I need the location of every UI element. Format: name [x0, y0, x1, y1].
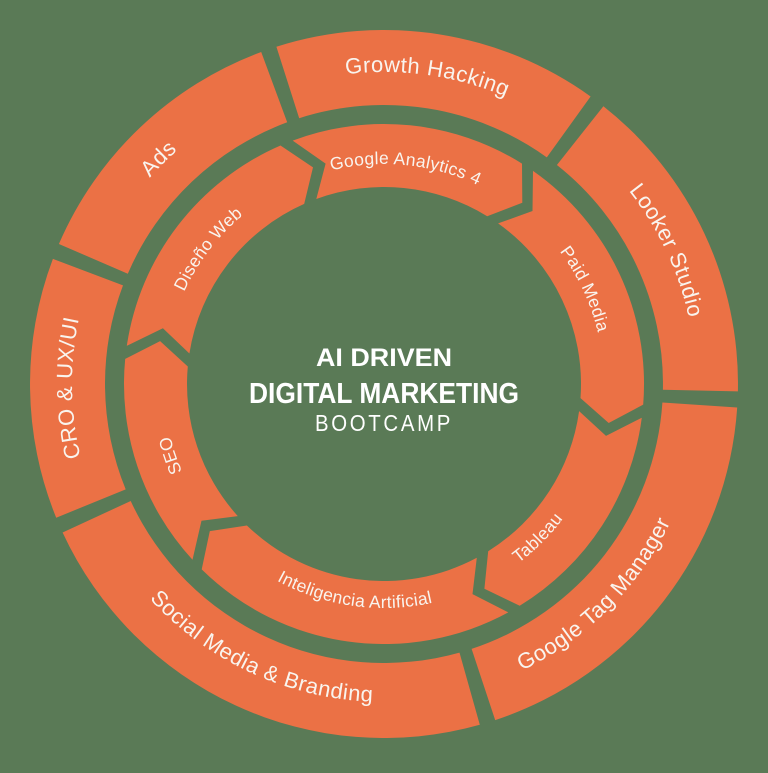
- inner-segment-seo: [123, 341, 238, 560]
- outer-segment-ads: [58, 52, 288, 274]
- outer-ring: [30, 29, 738, 739]
- title-line-2: DIGITAL MARKETING: [249, 378, 519, 410]
- outer-segment-google-tag-manager: [471, 402, 738, 721]
- inner-segment-paid-media: [498, 170, 645, 423]
- outer-segment-cro-ux-ui: [30, 258, 126, 518]
- outer-segment-social-media-branding: [62, 501, 480, 739]
- outer-segment-looker-studio: [556, 106, 738, 392]
- outer-segment-growth-hacking: [276, 29, 591, 158]
- title-line-1: AI DRIVEN: [316, 344, 452, 372]
- inner-segment-diseno-web: [126, 145, 313, 354]
- inner-segment-tableau: [484, 411, 642, 606]
- inner-ring: [123, 124, 645, 645]
- inner-segment-inteligencia-artificial: [201, 525, 509, 645]
- inner-segment-google-analytics-4: [292, 124, 523, 217]
- center-title: AI DRIVEN DIGITAL MARKETING BOOTCAMP: [249, 344, 519, 436]
- title-line-3: BOOTCAMP: [315, 410, 453, 436]
